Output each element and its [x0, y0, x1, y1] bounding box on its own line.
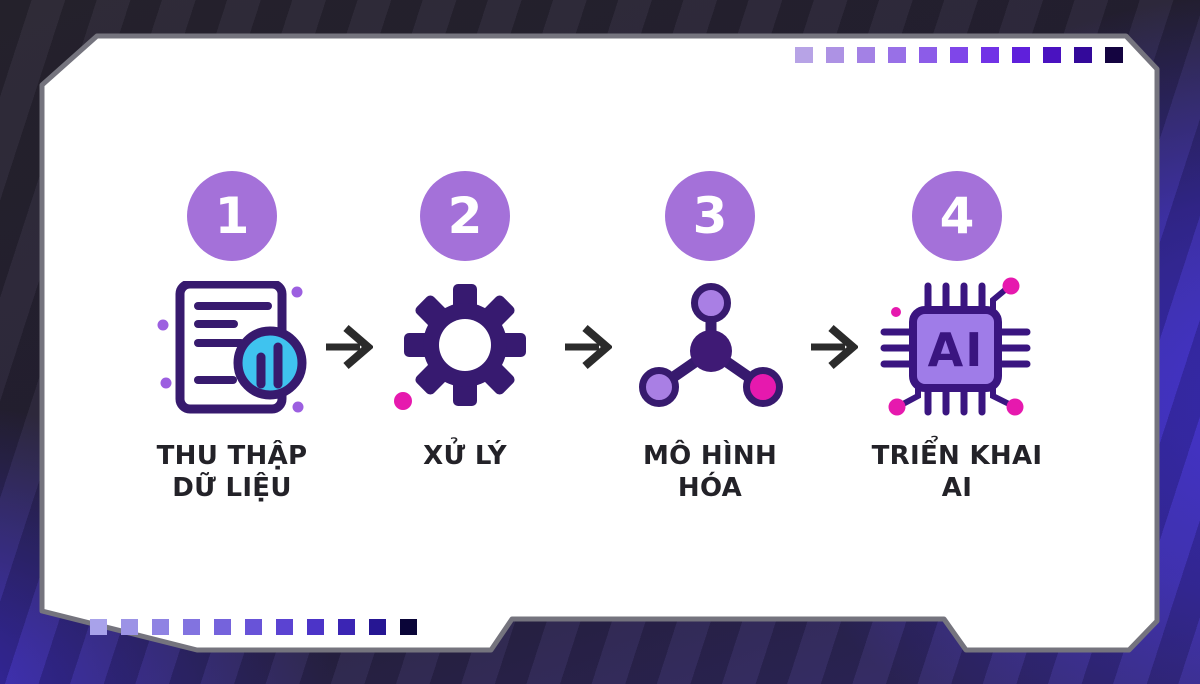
step-1-number: 1	[214, 187, 250, 245]
decor-square	[121, 619, 138, 635]
step-2: 2	[355, 171, 575, 473]
step-1-icon-box	[157, 281, 307, 421]
molecule-icon	[639, 283, 783, 407]
arrow-right-icon	[811, 324, 858, 370]
step-3-number: 3	[692, 187, 728, 245]
step-1-label: THU THẬP DỮ LIỆU	[156, 441, 308, 503]
decor-square	[183, 619, 200, 635]
molecule-left-node	[639, 367, 679, 407]
chip-traces	[900, 287, 1012, 407]
chip-ai-text: AI	[928, 323, 985, 377]
decor-square	[981, 47, 999, 63]
gear-body	[404, 284, 526, 406]
decor-squares-bottom	[90, 619, 417, 635]
decor-squares-top	[795, 47, 1123, 63]
molecule-right-node	[743, 367, 783, 407]
chip-magenta-dots	[888, 277, 1024, 416]
decor-square	[338, 619, 355, 635]
step-2-label: XỬ LÝ	[423, 441, 507, 471]
decor-square	[90, 619, 107, 635]
decor-square	[214, 619, 231, 635]
decor-square	[369, 619, 386, 635]
document-chart-icon	[157, 281, 307, 414]
step-3-label: MÔ HÌNH HÓA	[642, 441, 778, 503]
ai-chip-icon: AI	[880, 277, 1031, 416]
decor-square	[919, 47, 937, 63]
decor-square	[276, 619, 293, 635]
decor-square	[245, 619, 262, 635]
arrow-right-icon	[326, 324, 373, 370]
decor-square	[888, 47, 906, 63]
step-1: 1	[122, 171, 342, 504]
chip-pins	[880, 282, 1031, 416]
chart-circle	[233, 326, 307, 400]
step-2-number-badge: 2	[420, 171, 510, 261]
step-4-label: TRIỂN KHAI AI	[871, 441, 1043, 503]
decor-square	[400, 619, 417, 635]
sparkle-dots	[157, 286, 304, 413]
step-3-number-badge: 3	[665, 171, 755, 261]
step-2-number: 2	[447, 187, 483, 245]
decor-square	[307, 619, 324, 635]
step-3: 3 MÔ HÌNH HÓA	[600, 171, 820, 504]
chart-bars	[256, 342, 283, 389]
molecule-top-node	[691, 283, 731, 323]
step-4-number: 4	[939, 187, 975, 245]
decor-square	[152, 619, 169, 635]
step-3-icon-box	[635, 281, 785, 421]
decor-square	[1105, 47, 1123, 63]
decor-square	[826, 47, 844, 63]
step-4-number-badge: 4	[912, 171, 1002, 261]
magenta-dot	[394, 392, 412, 410]
molecule-center-node	[690, 330, 732, 372]
decor-square	[1043, 47, 1061, 63]
gear-icon	[394, 284, 526, 410]
step-4: 4	[847, 171, 1067, 504]
decor-square	[857, 47, 875, 63]
decor-square	[1012, 47, 1030, 63]
step-2-icon-box	[390, 281, 540, 421]
chip-body	[909, 306, 1002, 392]
decor-square	[795, 47, 813, 63]
arrow-right-icon	[565, 324, 612, 370]
step-1-number-badge: 1	[187, 171, 277, 261]
decor-square	[950, 47, 968, 63]
decor-square	[1074, 47, 1092, 63]
gear-hole	[439, 319, 491, 371]
step-4-icon-box: AI	[872, 277, 1042, 421]
document-text-lines	[194, 302, 272, 384]
